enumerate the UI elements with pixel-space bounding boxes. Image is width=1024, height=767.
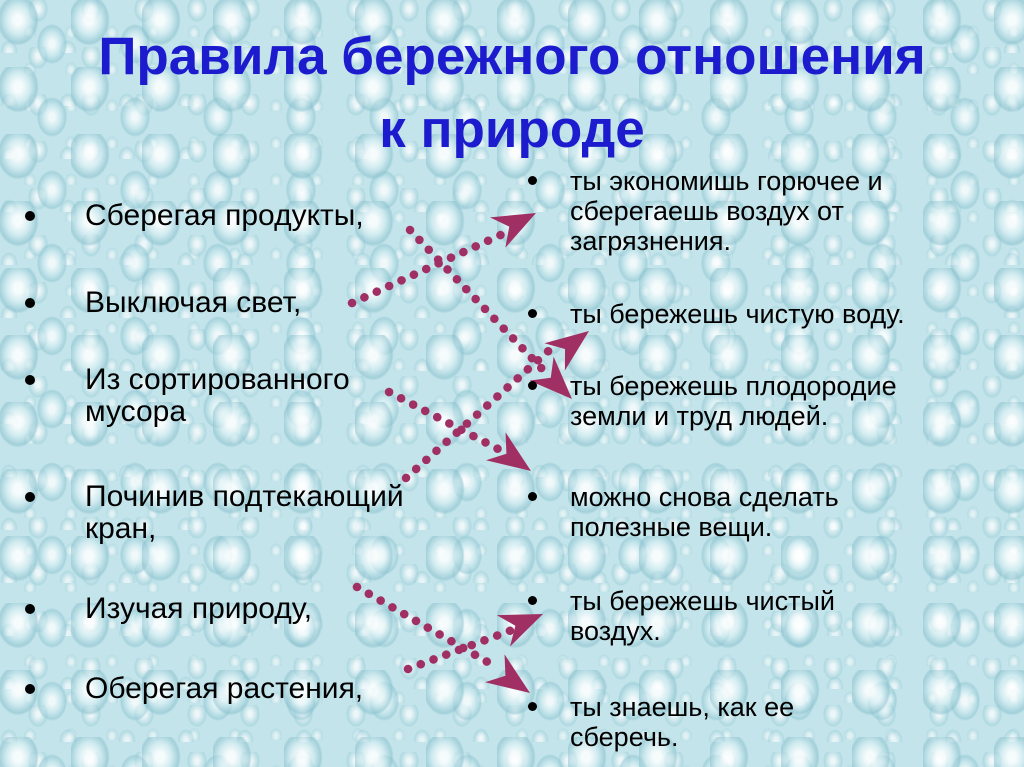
- bullet-icon: [25, 211, 35, 221]
- text-line: загрязнения.: [570, 226, 731, 256]
- bullet-icon: [528, 381, 537, 390]
- item-text: Изучая природу,: [25, 593, 312, 625]
- dotted-line: [405, 225, 550, 377]
- text-line: ты бережешь чистую воду.: [570, 299, 905, 329]
- text-line: сберегаешь воздух от: [570, 196, 844, 226]
- item-text: Из сортированного мусора: [25, 364, 350, 428]
- connector-light-to-fuel: [347, 213, 536, 308]
- arrowhead-icon: [486, 432, 531, 471]
- text-line: ты бережешь плодородие: [570, 371, 897, 401]
- left-item-studying-nature: Изучая природу,: [25, 593, 312, 625]
- item-text: Сберегая продукты,: [25, 200, 364, 232]
- right-item-save-clean-water: ты бережешь чистую воду.: [528, 299, 1008, 329]
- item-text: можно снова сделать полезные вещи.: [528, 482, 1008, 542]
- text-line: полезные вещи.: [570, 512, 773, 542]
- text-line: кран,: [85, 512, 157, 545]
- item-text: Выключая свет,: [25, 287, 301, 319]
- bullet-icon: [25, 298, 35, 308]
- slide-title: Правила бережного отношения к природе: [0, 20, 1024, 166]
- item-text: ты бережешь чистый воздух.: [528, 586, 1008, 646]
- text-line: ты знаешь, как ее: [570, 692, 795, 722]
- bullet-icon: [528, 492, 537, 501]
- right-item-make-useful-things: можно снова сделать полезные вещи.: [528, 482, 1008, 542]
- text-line: ты бережешь чистый: [570, 586, 835, 616]
- text-line: земли и труд людей.: [570, 401, 829, 431]
- right-item-save-soil-fertility: ты бережешь плодородие земли и труд люде…: [528, 371, 1008, 431]
- bullet-icon: [528, 309, 537, 318]
- text-line: Сберегая продукты,: [85, 199, 364, 232]
- bullet-icon: [25, 375, 35, 385]
- item-text: Починив подтекающий кран,: [25, 481, 404, 545]
- text-line: мусора: [85, 395, 187, 428]
- text-line: можно снова сделать: [570, 482, 839, 512]
- right-item-save-clean-air: ты бережешь чистый воздух.: [528, 586, 1008, 646]
- item-text: Оберегая растения,: [25, 673, 363, 705]
- bullet-icon: [25, 684, 35, 694]
- text-line: Оберегая растения,: [85, 672, 364, 705]
- text-line: Выключая свет,: [85, 286, 302, 319]
- text-line: воздух.: [570, 616, 661, 646]
- item-text: ты бережешь чистую воду.: [528, 299, 1008, 329]
- text-line: Из сортированного: [85, 363, 350, 396]
- left-item-fixed-tap: Починив подтекающий кран,: [25, 481, 404, 545]
- bullet-icon: [528, 176, 537, 185]
- dotted-line: [403, 625, 517, 674]
- dotted-line: [347, 228, 510, 308]
- connector-garbage-to-things: [384, 387, 531, 471]
- text-line: сберечь.: [570, 722, 679, 752]
- slide-title-line-1: Правила бережного отношения: [98, 27, 926, 86]
- slide-title-line-2: к природе: [379, 100, 645, 159]
- text-line: Починив подтекающий: [85, 480, 404, 513]
- text-line: Изучая природу,: [85, 592, 313, 625]
- item-text: ты бережешь плодородие земли и труд люде…: [528, 371, 1008, 431]
- left-item-saving-products: Сберегая продукты,: [25, 200, 364, 232]
- item-text: ты знаешь, как ее сберечь.: [528, 692, 1008, 752]
- bullet-icon: [528, 596, 537, 605]
- text-line: ты экономишь горючее и: [570, 166, 883, 196]
- bullet-icon: [25, 604, 35, 614]
- left-item-turning-off-light: Выключая свет,: [25, 287, 301, 319]
- bullet-icon: [25, 492, 35, 502]
- left-item-protecting-plants: Оберегая растения,: [25, 673, 363, 705]
- left-item-sorted-garbage: Из сортированного мусора: [25, 364, 350, 428]
- dotted-line: [352, 582, 503, 673]
- dotted-line: [384, 387, 505, 455]
- right-item-know-how-to-save: ты знаешь, как ее сберечь.: [528, 692, 1008, 752]
- item-text: ты экономишь горючее и сберегаешь воздух…: [528, 166, 1008, 256]
- right-item-save-fuel-air: ты экономишь горючее и сберегаешь воздух…: [528, 166, 1008, 256]
- bullet-icon: [528, 702, 537, 711]
- connector-nature-to-knowledge: [352, 582, 530, 693]
